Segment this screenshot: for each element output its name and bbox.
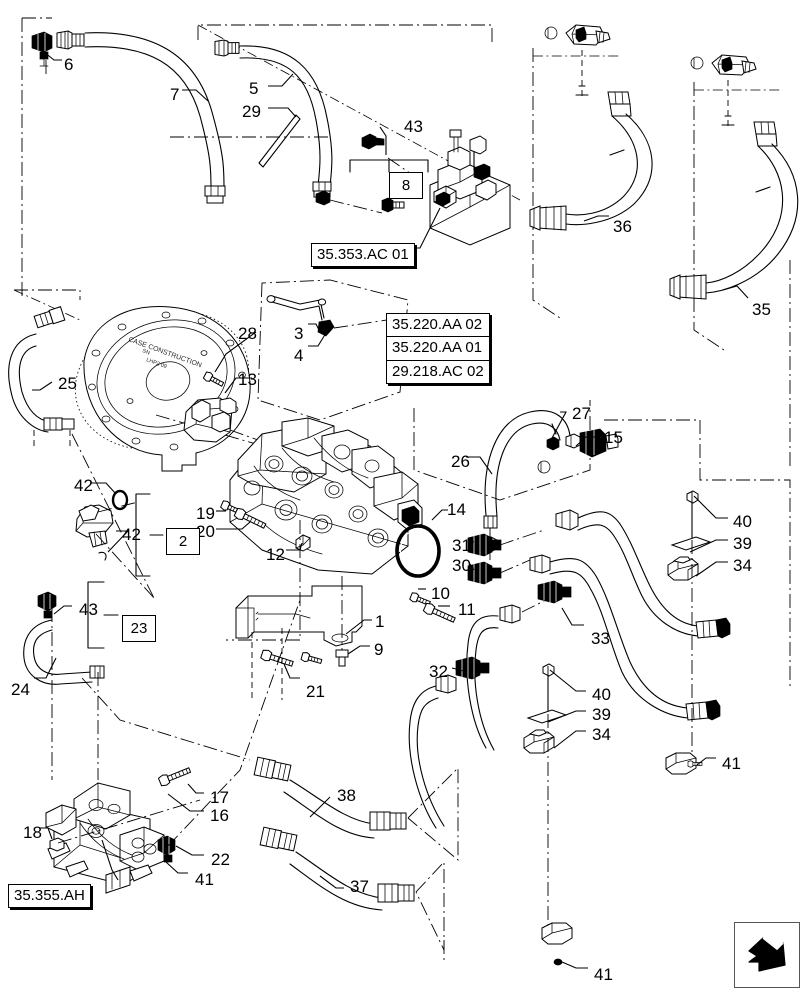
reference-row[interactable]: 29.218.AC 02	[392, 362, 484, 380]
callout-33: 33	[591, 629, 610, 648]
reference-row[interactable]: 35.220.AA 02	[387, 314, 489, 338]
callout-41: 41	[594, 965, 613, 984]
callout-39: 39	[592, 705, 611, 724]
group-2[interactable]: 2	[166, 528, 200, 555]
callout-41: 41	[195, 870, 214, 889]
callout-10: 10	[431, 584, 450, 603]
callout-41: 41	[722, 754, 741, 773]
callout-29: 29	[242, 102, 261, 121]
callout-39: 39	[733, 534, 752, 553]
callout-43: 43	[404, 117, 423, 136]
ref-35-353-ac-01[interactable]: 35.353.AC 01	[311, 243, 415, 268]
callout-15: 15	[604, 428, 623, 447]
callout-11: 11	[458, 600, 476, 619]
callout-40: 40	[733, 512, 752, 531]
callout-34: 34	[592, 725, 611, 744]
callout-14: 14	[447, 500, 466, 519]
callout-37: 37	[350, 877, 369, 896]
callout-22: 22	[211, 850, 230, 869]
callout-21: 21	[306, 682, 325, 701]
svg-text:SN: SN	[141, 348, 150, 356]
callout-24: 24	[11, 680, 30, 699]
callout-9: 9	[374, 640, 384, 659]
callout-40: 40	[592, 685, 611, 704]
callout-20: 20	[196, 522, 215, 541]
group-23[interactable]: 23	[122, 615, 156, 642]
ref-35-355-ah[interactable]: 35.355.AH	[8, 884, 91, 909]
reference-row[interactable]: 35.220.AA 01	[387, 337, 489, 361]
callout-5: 5	[249, 79, 259, 98]
callout-18: 18	[23, 823, 42, 842]
callout-12: 12	[266, 545, 285, 564]
callout-13: 13	[238, 370, 257, 389]
callout-17: 17	[210, 788, 229, 807]
callout-31: 31	[452, 536, 471, 555]
callout-32: 32	[429, 662, 448, 681]
group-8[interactable]: 8	[389, 172, 423, 199]
callout-42: 42	[74, 476, 93, 495]
callout-25: 25	[58, 374, 77, 393]
callout-43: 43	[79, 600, 98, 619]
callout-38: 38	[337, 786, 356, 805]
callout-16: 16	[210, 806, 229, 825]
callout-3: 3	[294, 324, 304, 343]
callout-30: 30	[452, 556, 471, 575]
callout-26: 26	[451, 452, 470, 471]
callout-19: 19	[196, 504, 215, 523]
callout-36: 36	[613, 217, 632, 236]
callout-42: 42	[122, 525, 141, 544]
callout-7: 7	[170, 85, 180, 104]
orientation-arrow-icon	[734, 922, 800, 988]
callout-4: 4	[294, 346, 304, 365]
callout-35: 35	[752, 300, 771, 319]
callout-6: 6	[64, 55, 74, 74]
callout-34: 34	[733, 556, 752, 575]
callout-27: 27	[572, 404, 591, 423]
orientation-arrow-glyph	[748, 937, 786, 972]
callout-1: 1	[375, 612, 385, 631]
callout-28: 28	[238, 324, 257, 343]
